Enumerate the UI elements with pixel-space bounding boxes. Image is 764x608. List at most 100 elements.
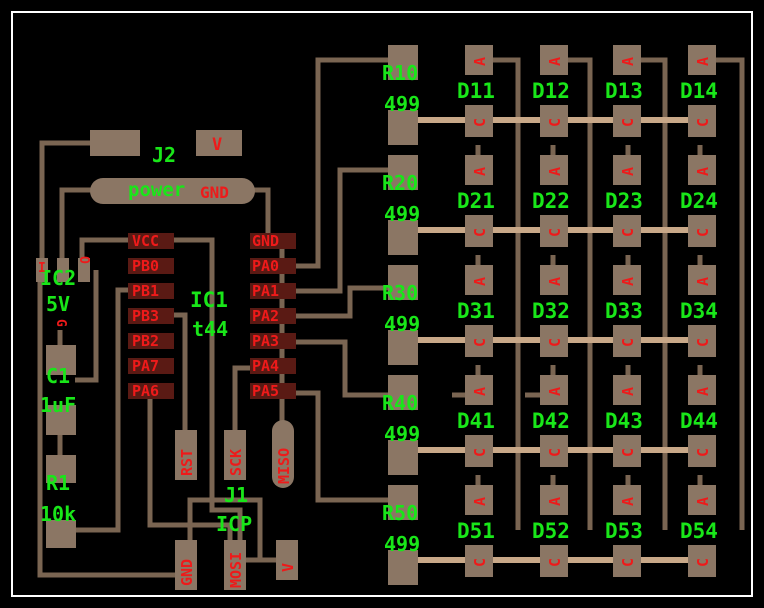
led-anode-label: A xyxy=(694,57,712,66)
led-cathode-label: C xyxy=(694,558,712,567)
resistor-pad-top xyxy=(388,265,418,300)
led-pad-cathode xyxy=(688,325,716,357)
led-ref: D33 xyxy=(605,299,643,323)
led-pad-anode xyxy=(688,485,716,515)
led-anode-label: A xyxy=(471,57,489,66)
led-cathode-label: C xyxy=(619,448,637,457)
resistor-pad-bottom xyxy=(388,440,418,475)
led-cathode-label: C xyxy=(471,338,489,347)
resistor-pad-top xyxy=(388,375,418,410)
j1-ref: J1 xyxy=(224,483,248,507)
ic2-pad-1 xyxy=(36,258,48,282)
c1-value: 1uF xyxy=(40,393,76,417)
led-pad-anode xyxy=(613,375,641,405)
j1-pad-v xyxy=(276,540,298,580)
led-cathode-label: C xyxy=(546,228,564,237)
led-pad-anode xyxy=(540,45,568,75)
led-pad-cathode xyxy=(613,435,641,467)
resistor-pad-bottom xyxy=(388,220,418,255)
ic1-pad-left xyxy=(128,333,174,349)
led-anode-label: A xyxy=(619,277,637,286)
led-pad-cathode xyxy=(540,545,568,577)
ic1-pin-left: PB3 xyxy=(132,307,159,325)
j1-pad-sck xyxy=(224,430,246,480)
ic1-pin-labels: VCCPB0PB1PB3PB2PA7PA6GNDPA0PA1PA2PA3PA4P… xyxy=(128,232,296,400)
led-cathode-label: C xyxy=(546,118,564,127)
resistor-value: 499 xyxy=(384,202,420,226)
led-ref: D14 xyxy=(680,79,718,103)
led-cathode-label: C xyxy=(694,338,712,347)
led-anode-label: A xyxy=(694,497,712,506)
ic1-pad-right xyxy=(250,233,296,249)
led-cathode-label: C xyxy=(694,228,712,237)
c1-pad-2 xyxy=(46,405,76,435)
resistor-ref: R10 xyxy=(382,61,418,85)
r1-value: 10k xyxy=(40,502,76,526)
led-pad-anode xyxy=(540,155,568,185)
led-ref: D34 xyxy=(680,299,718,323)
j2-pad-v xyxy=(90,130,140,156)
led-pad-cathode xyxy=(688,435,716,467)
resistor-value: 499 xyxy=(384,422,420,446)
resistor-value: 499 xyxy=(384,532,420,556)
led-ref: D32 xyxy=(532,299,570,323)
led-cathode-label: C xyxy=(471,448,489,457)
ic1-pin-right: PA2 xyxy=(252,307,279,325)
led-cathode-label: C xyxy=(694,448,712,457)
led-pad-cathode xyxy=(613,545,641,577)
j1-pin-sck: SCK xyxy=(227,449,245,476)
ic1-pin-right: PA1 xyxy=(252,282,279,300)
led-ref: D51 xyxy=(457,519,495,543)
led-ref: D11 xyxy=(457,79,495,103)
led-cathode-label: C xyxy=(619,228,637,237)
led-ref: D24 xyxy=(680,189,718,213)
j2-value: power xyxy=(128,179,185,201)
led-cathode-label: C xyxy=(546,558,564,567)
led-pad-cathode xyxy=(613,105,641,137)
led-pad-cathode xyxy=(540,435,568,467)
resistor-pad-bottom xyxy=(388,110,418,145)
led-cathode-label: C xyxy=(619,558,637,567)
led-pad-cathode xyxy=(613,215,641,247)
ic2-pin-i: I xyxy=(38,261,46,276)
resistor-pad-top xyxy=(388,45,418,80)
led-anode-label: A xyxy=(619,497,637,506)
led-ref: D42 xyxy=(532,409,570,433)
resistor-ref: R20 xyxy=(382,171,418,195)
resistor-value: 499 xyxy=(384,312,420,336)
led-pad-anode xyxy=(613,45,641,75)
led-pad-anode xyxy=(688,155,716,185)
led-anode-label: A xyxy=(546,57,564,66)
pads xyxy=(36,130,298,590)
ic1-pad-right xyxy=(250,308,296,324)
led-pad-anode xyxy=(465,45,493,75)
ic1-pin-left: PB2 xyxy=(132,332,159,350)
ic1-pad-right xyxy=(250,333,296,349)
j1-value: ICP xyxy=(216,512,252,536)
ic1-pad-right xyxy=(250,383,296,399)
led-anode-label: A xyxy=(471,387,489,396)
led-pad-anode xyxy=(540,265,568,295)
pin-labels: V GND I G O RST SCK MISO GND MOSI V xyxy=(38,135,297,588)
led-pad-anode xyxy=(688,265,716,295)
led-cathode-label: C xyxy=(471,118,489,127)
led-cathode-label: C xyxy=(471,228,489,237)
led-cathode-label: C xyxy=(546,338,564,347)
led-pad-cathode xyxy=(540,105,568,137)
led-pad-anode xyxy=(540,375,568,405)
led-pad-anode xyxy=(540,485,568,515)
led-ref: D41 xyxy=(457,409,495,433)
ic1-pin-left: PA7 xyxy=(132,357,159,375)
led-cathode-label: C xyxy=(694,118,712,127)
led-anode-label: A xyxy=(694,387,712,396)
ic1-pad-left xyxy=(128,283,174,299)
resistor-ref: R40 xyxy=(382,391,418,415)
led-pad-cathode xyxy=(465,545,493,577)
resistor-pads xyxy=(388,45,418,585)
ic2-ref: IC2 xyxy=(40,266,76,290)
resistor-pad-top xyxy=(388,155,418,190)
ic1-pin-left: PB0 xyxy=(132,257,159,275)
